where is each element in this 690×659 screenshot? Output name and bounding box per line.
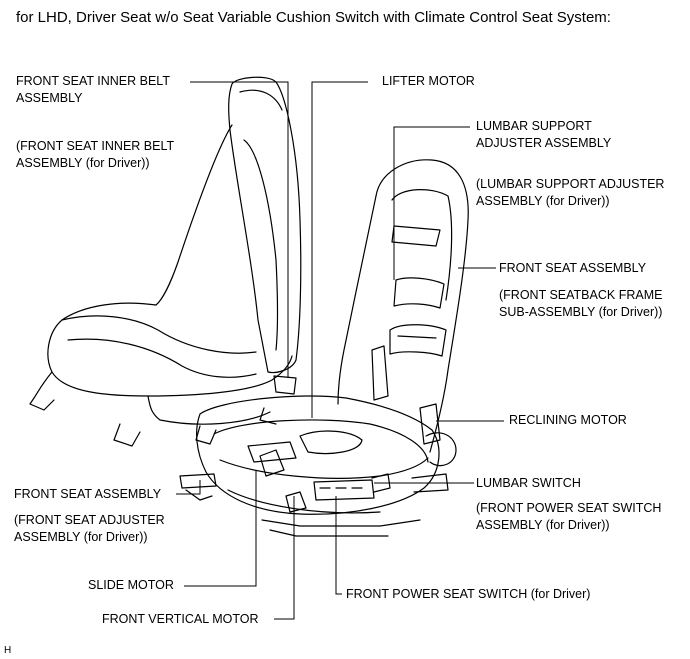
reclining-motor-label: RECLINING MOTOR: [509, 413, 627, 427]
leader-slide-motor: [184, 470, 257, 587]
corner-mark: H: [4, 645, 12, 656]
front-seat-right-label: FRONT SEAT ASSEMBLY: [499, 261, 647, 275]
left-seat-drawing: [29, 76, 302, 447]
lifter-motor-label: LIFTER MOTOR: [382, 74, 475, 88]
leader-lines: [176, 81, 504, 620]
slide-motor-label: SLIDE MOTOR: [88, 578, 174, 592]
diagram-title: for LHD, Driver Seat w/o Seat Variable C…: [16, 9, 611, 26]
front-seat-left-label: FRONT SEAT ASSEMBLY: [14, 487, 162, 501]
power-seat-switch-label: FRONT POWER SEAT SWITCH (for Driver): [346, 587, 591, 601]
leader-front-vertical-motor: [274, 496, 295, 620]
lumbar-switch-label: LUMBAR SWITCH: [476, 476, 581, 490]
leader-lumbar-support: [393, 126, 470, 280]
right-seat-frame-drawing: [179, 159, 469, 537]
leader-front-seat-left: [176, 480, 201, 495]
leader-inner-belt: [190, 81, 289, 378]
front-vertical-motor-label: FRONT VERTICAL MOTOR: [102, 612, 259, 626]
leader-power-seat-switch: [335, 496, 342, 595]
leader-lifter-motor: [311, 81, 368, 418]
